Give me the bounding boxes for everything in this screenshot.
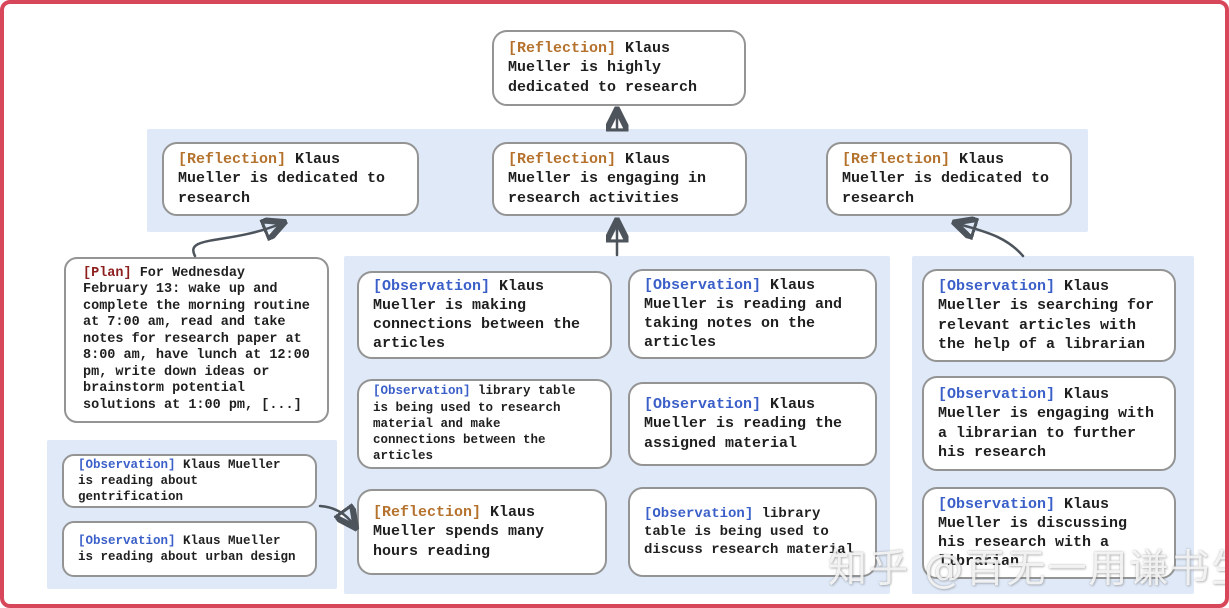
- node-body-text: Klaus Mueller spends many hours reading: [373, 504, 545, 560]
- node-body-text: Klaus Mueller is reading the assigned ma…: [644, 396, 843, 452]
- node-observation-taking-notes: [Observation]Klaus Mueller is reading an…: [628, 269, 877, 359]
- node-body-text: Klaus Mueller is dedicated to research: [178, 151, 386, 207]
- node-content: [Observation]Klaus Mueller is engaging w…: [938, 385, 1160, 461]
- plan-tag: [Plan]: [83, 265, 132, 281]
- node-observation-library-research: [Observation]library table is being used…: [357, 379, 612, 469]
- node-body-text: Klaus Mueller is highly dedicated to res…: [508, 40, 698, 96]
- node-body-text: library table is being used to discuss r…: [644, 505, 855, 559]
- node-reflection-row2-right: [Reflection]Klaus Mueller is dedicated t…: [826, 142, 1072, 216]
- observation-tag: [Observation]: [938, 386, 1056, 404]
- reflection-tag: [Reflection]: [508, 151, 617, 169]
- node-content: [Reflection]Klaus Mueller is engaging in…: [508, 150, 731, 207]
- observation-tag: [Observation]: [644, 276, 762, 294]
- node-observation-discussing-research: [Observation]Klaus Mueller is discussing…: [922, 487, 1176, 579]
- node-content: [Observation]Klaus Mueller is reading th…: [644, 395, 861, 452]
- node-reflection-row2-mid: [Reflection]Klaus Mueller is engaging in…: [492, 142, 747, 216]
- node-content: [Observation]Klaus Mueller is reading an…: [644, 276, 861, 352]
- node-body-text: For Wednesday February 13: wake up and c…: [83, 265, 310, 413]
- node-observation-urban-design: [Observation]Klaus Mueller is reading ab…: [62, 521, 317, 577]
- node-content: [Observation]Klaus Mueller is making con…: [373, 277, 596, 353]
- zhihu-watermark: 知乎 @百无一用谦书生: [828, 547, 1229, 592]
- node-content: [Observation]Klaus Mueller is reading ab…: [78, 533, 301, 566]
- node-content: [Reflection]Klaus Mueller is dedicated t…: [178, 150, 403, 207]
- node-content: [Reflection]Klaus Mueller is dedicated t…: [842, 150, 1056, 207]
- node-body-text: Klaus Mueller is discussing his research…: [938, 495, 1128, 571]
- node-content: [Plan]For Wednesday February 13: wake up…: [83, 266, 311, 414]
- node-body-text: library table is being used to research …: [373, 384, 576, 464]
- node-content: [Reflection]Klaus Mueller spends many ho…: [373, 503, 591, 560]
- node-body-text: Klaus Mueller is engaging with a librari…: [938, 386, 1155, 461]
- node-body-text: Klaus Mueller is reading about gentrific…: [78, 457, 281, 505]
- reflection-tag: [Reflection]: [842, 151, 951, 169]
- node-body-text: Klaus Mueller is searching for relevant …: [938, 278, 1155, 353]
- node-observation-gentrification: [Observation]Klaus Mueller is reading ab…: [62, 454, 317, 508]
- node-reflection-root: [Reflection]Klaus Mueller is highly dedi…: [492, 30, 746, 106]
- node-content: [Observation]Klaus Mueller is discussing…: [938, 495, 1160, 571]
- observation-tag: [Observation]: [373, 277, 491, 295]
- node-content: [Observation]Klaus Mueller is searching …: [938, 277, 1160, 353]
- observation-tag: [Observation]: [938, 495, 1056, 513]
- node-observation-library-discuss: [Observation]library table is being used…: [628, 487, 877, 577]
- node-observation-connections: [Observation]Klaus Mueller is making con…: [357, 271, 612, 359]
- node-reflection-hours-reading: [Reflection]Klaus Mueller spends many ho…: [357, 489, 607, 575]
- observation-tag: [Observation]: [644, 396, 762, 414]
- node-body-text: Klaus Mueller is engaging in research ac…: [508, 151, 707, 207]
- observation-tag: [Observation]: [78, 533, 176, 548]
- observation-tag: [Observation]: [78, 457, 176, 472]
- observation-tag: [Observation]: [373, 384, 471, 399]
- node-body-text: Klaus Mueller is making connections betw…: [373, 277, 581, 353]
- node-content: [Observation]library table is being used…: [644, 505, 861, 560]
- node-content: [Observation]Klaus Mueller is reading ab…: [78, 457, 301, 506]
- reflection-tag: [Reflection]: [508, 40, 617, 58]
- reflection-tag: [Reflection]: [178, 151, 287, 169]
- node-reflection-row2-left: [Reflection]Klaus Mueller is dedicated t…: [162, 142, 419, 216]
- node-observation-searching-articles: [Observation]Klaus Mueller is searching …: [922, 269, 1176, 362]
- node-content: [Reflection]Klaus Mueller is highly dedi…: [508, 39, 730, 96]
- observation-tag: [Observation]: [938, 278, 1056, 296]
- node-plan: [Plan]For Wednesday February 13: wake up…: [64, 257, 329, 423]
- node-observation-assigned-material: [Observation]Klaus Mueller is reading th…: [628, 382, 877, 466]
- node-content: [Observation]library table is being used…: [373, 383, 588, 464]
- reflection-tag: [Reflection]: [373, 504, 482, 522]
- node-body-text: Klaus Mueller is reading and taking note…: [644, 276, 843, 352]
- node-observation-engaging-librarian: [Observation]Klaus Mueller is engaging w…: [922, 376, 1176, 471]
- node-body-text: Klaus Mueller is dedicated to research: [842, 151, 1050, 207]
- observation-tag: [Observation]: [644, 505, 754, 522]
- node-body-text: Klaus Mueller is reading about urban des…: [78, 533, 296, 564]
